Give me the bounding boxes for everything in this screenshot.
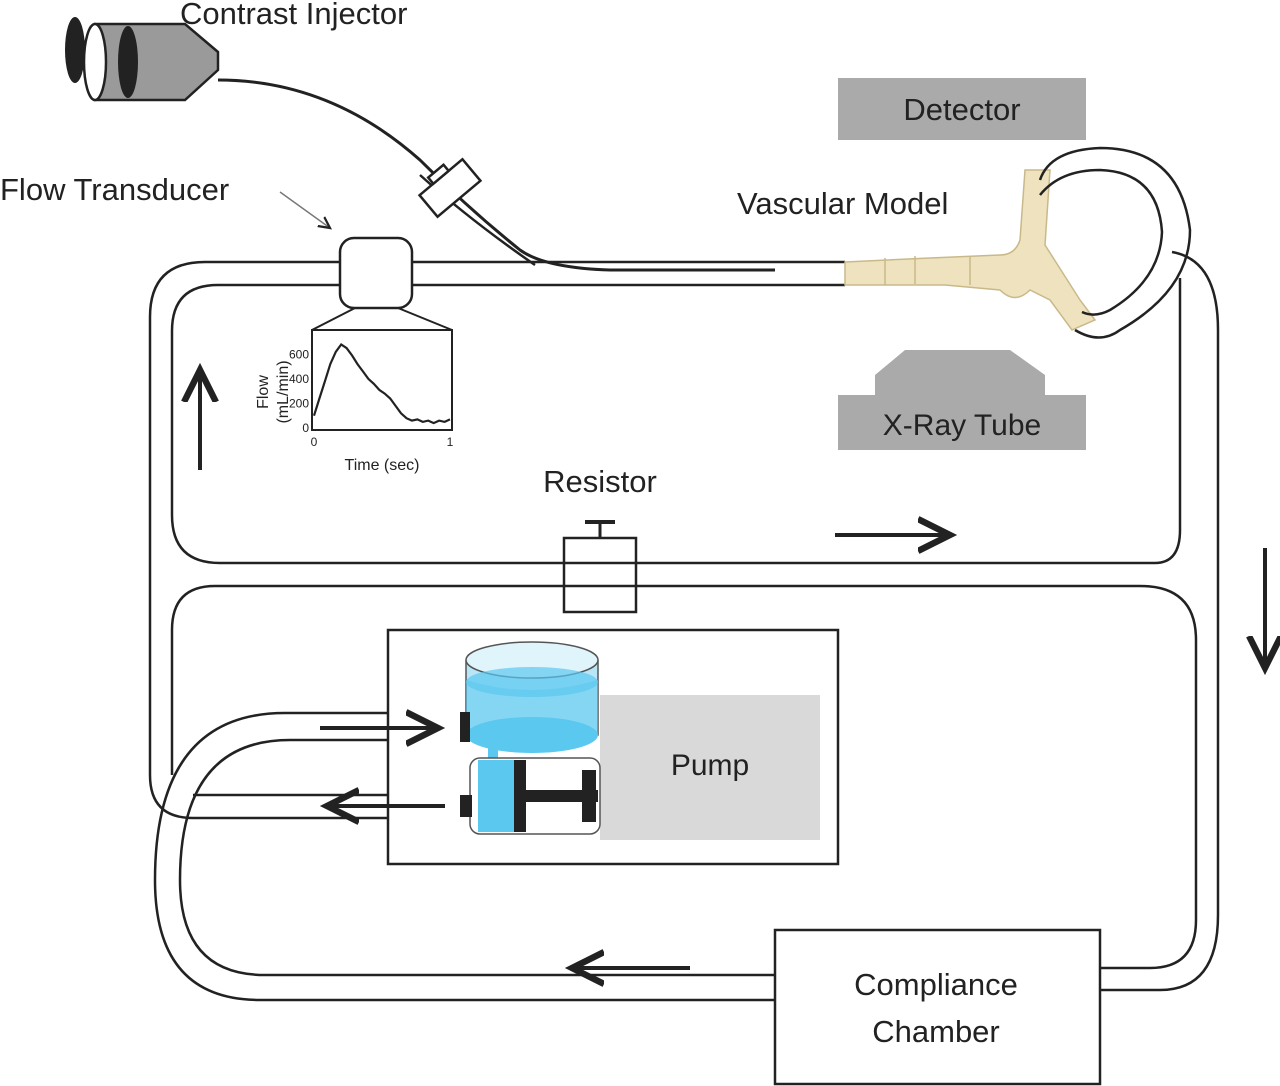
lower-loop-outer: [215, 584, 1198, 970]
chart-frame: [311, 329, 453, 431]
vascular-model: [844, 146, 1192, 339]
tubing: [148, 250, 1220, 1002]
y-tick-label: 600: [289, 347, 309, 361]
pump-enclosure: [386, 628, 840, 866]
flow-transducer: [279, 191, 453, 331]
upper-loop-outer: [148, 260, 845, 820]
pump-box: [600, 695, 820, 840]
contrast-injector: [65, 17, 775, 272]
x-tick-label: 1: [447, 435, 454, 449]
detector-label: Detector: [903, 92, 1020, 127]
y-tick-label: 0: [302, 421, 309, 435]
resistor-label: Resistor: [543, 464, 657, 499]
pump-inlet-tube: [153, 711, 775, 1002]
compliance-label-line2: Chamber: [872, 1014, 1000, 1049]
upper-loop-inner: [170, 278, 1182, 565]
pump-label: Pump: [671, 749, 749, 782]
x-tick-label: 0: [311, 435, 318, 449]
x-axis-label: Time (sec): [345, 457, 420, 474]
compliance-label-line1: Compliance: [854, 967, 1018, 1002]
contrast-injector-label: Contrast Injector: [180, 0, 407, 31]
xray-tube-label: X-Ray Tube: [883, 409, 1041, 442]
y-axis-label: Flow(mL/min): [255, 360, 292, 423]
xray-tube-shape: [838, 350, 1086, 450]
detector-box: [838, 78, 1086, 140]
vascular-model-label: Vascular Model: [737, 186, 948, 221]
lower-loop-left: [170, 584, 216, 775]
compliance-chamber: [773, 928, 1102, 1086]
flow-series-line: [312, 343, 451, 425]
pump-inlet-tube-inner: [178, 738, 775, 977]
y-tick-label: 200: [289, 396, 309, 410]
resistor: [562, 520, 638, 614]
flow-transducer-label: Flow Transducer: [0, 172, 229, 207]
return-line-outer: [1100, 250, 1220, 992]
y-tick-label: 400: [289, 372, 309, 386]
